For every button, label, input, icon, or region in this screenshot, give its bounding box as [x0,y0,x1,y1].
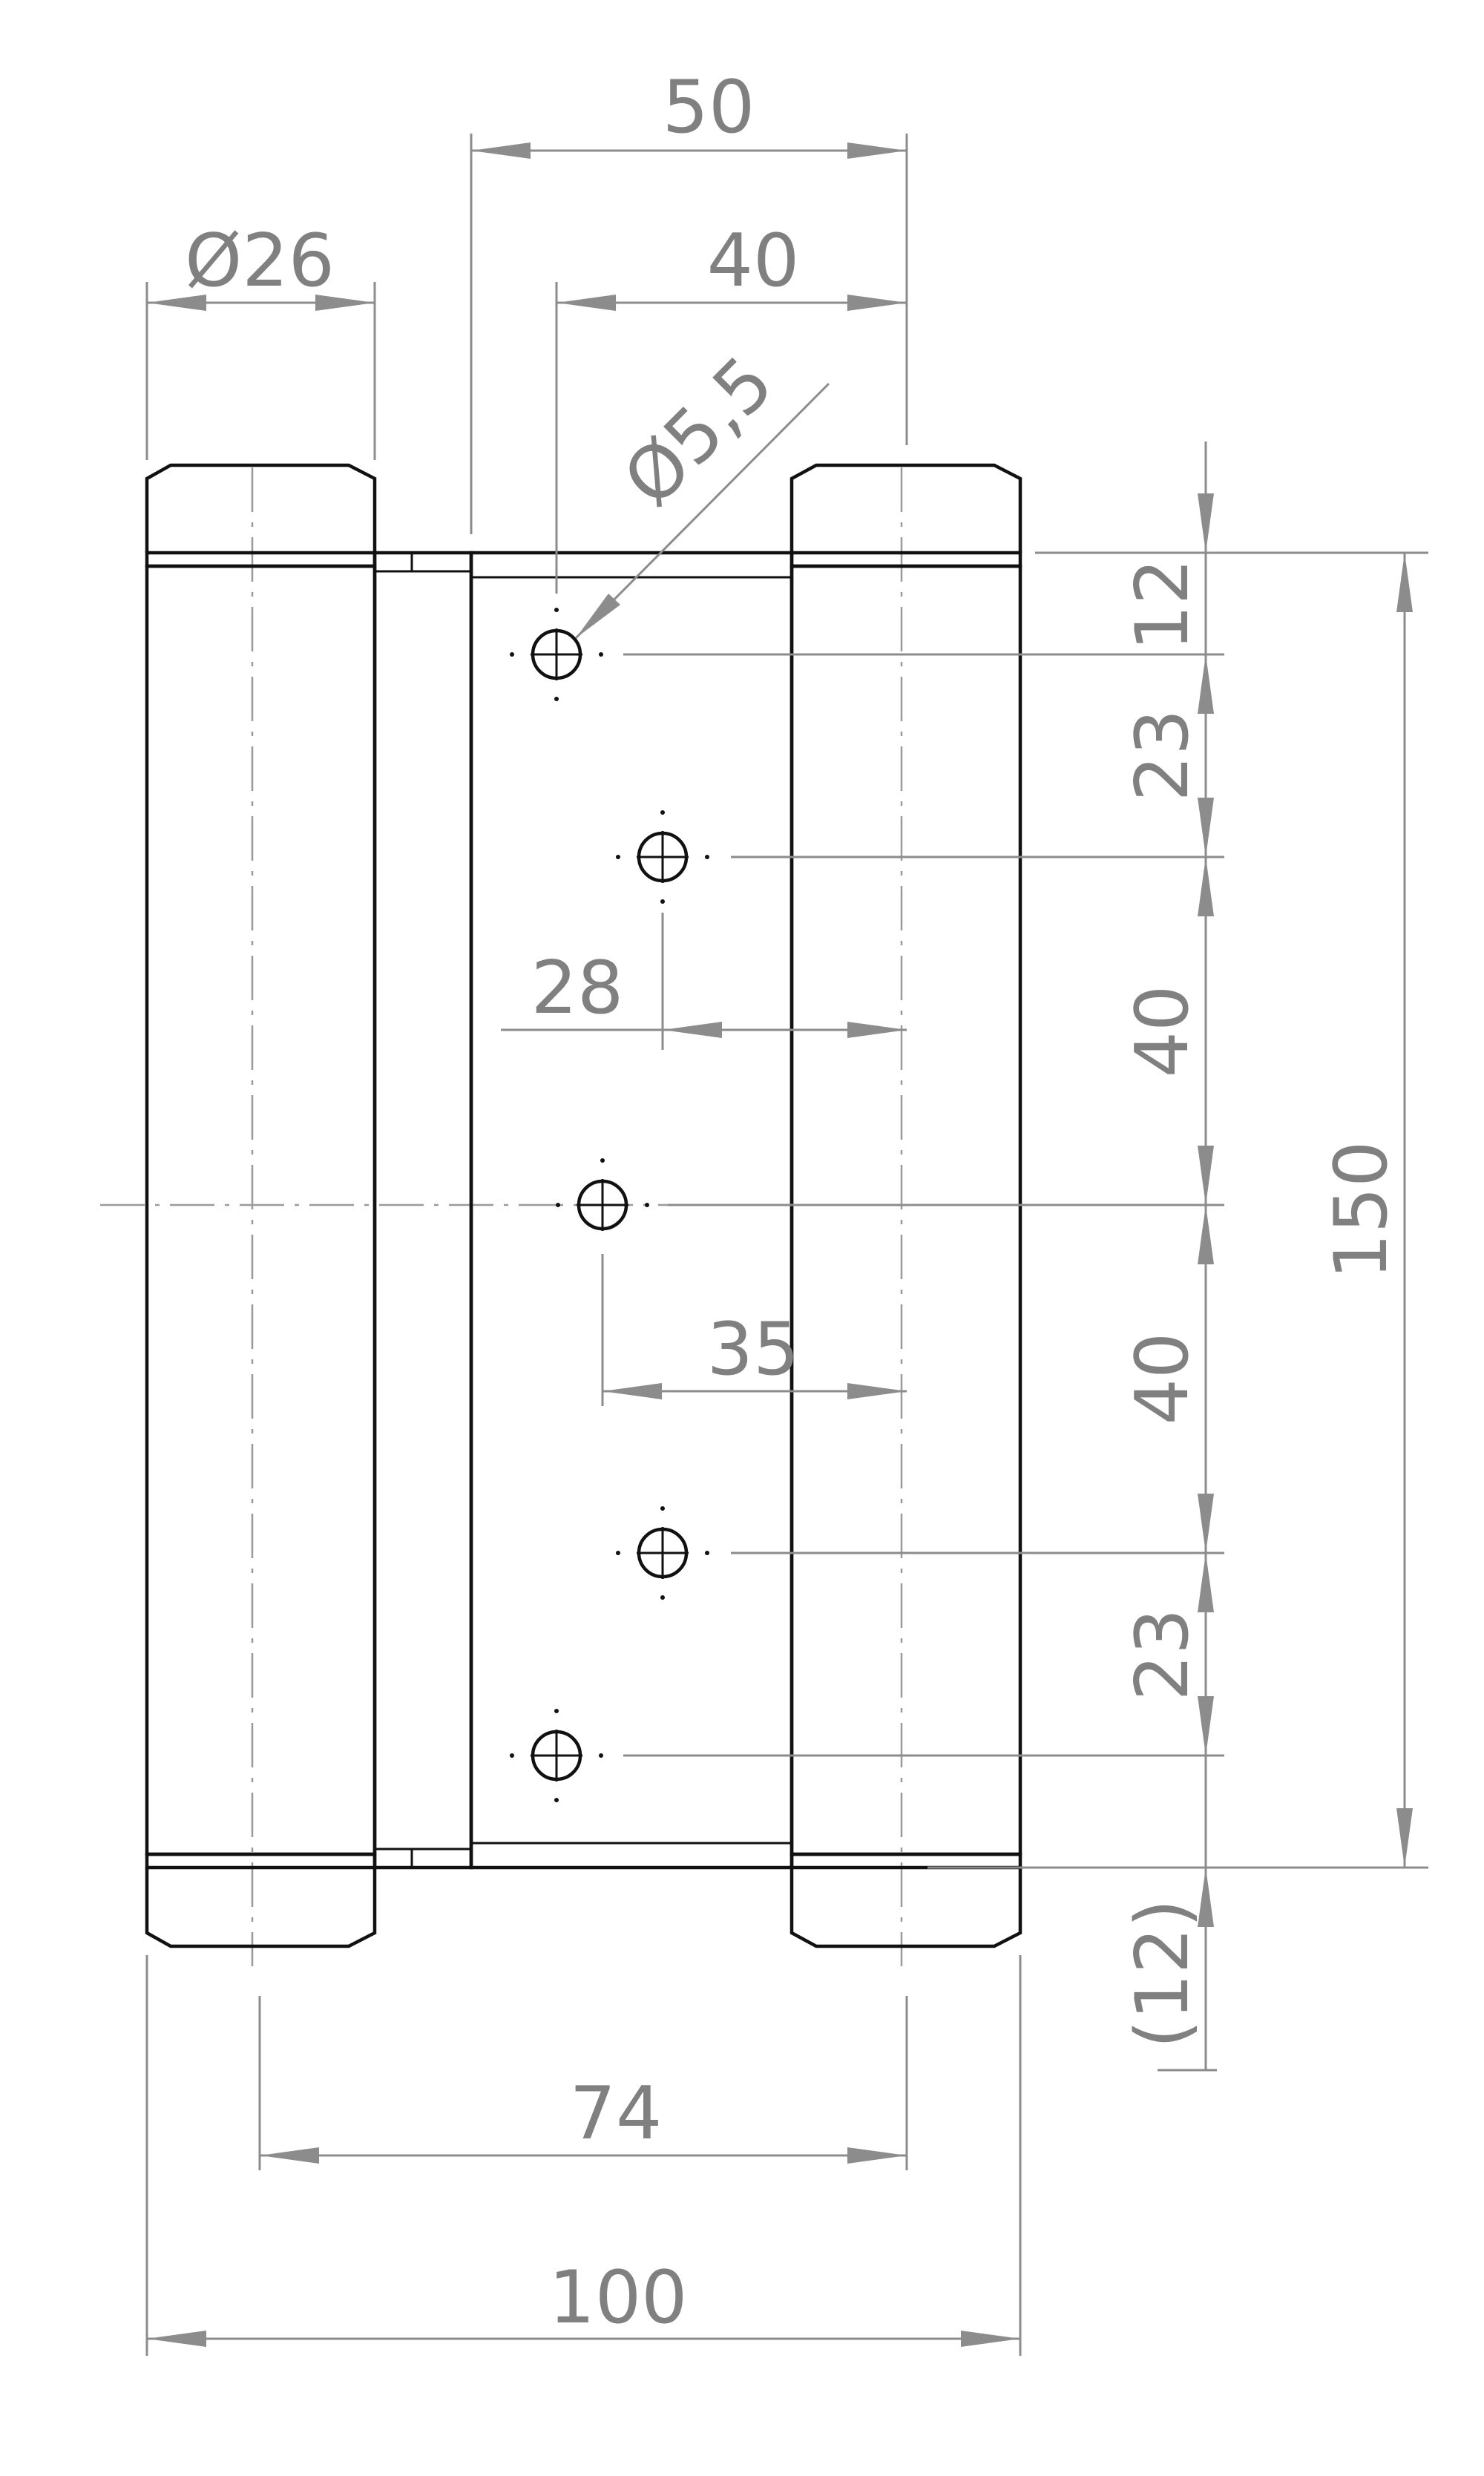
hinge-body [145,463,1022,1948]
hinge-leaf [372,551,794,1870]
dim-pin-diameter: Ø26 [185,219,335,303]
dim-leaf-height: 150 [1319,1140,1404,1279]
center-lines [100,467,928,1966]
dim-leaf-width: 50 [663,65,755,150]
dim-pin-spacing: 74 [570,2072,663,2156]
dim-hole-offset-outer: 40 [707,219,800,303]
dimension-labels: Ø26 50 40 Ø5,5 28 35 74 100 12 23 40 40 … [185,65,1404,2340]
dim-vertical-40-upper: 40 [1120,985,1205,1078]
screw-hole-1 [510,608,603,701]
screw-hole-2 [616,810,709,904]
dim-vertical-40-lower: 40 [1120,1333,1205,1425]
dim-vertical-23-top: 23 [1120,709,1205,802]
screw-hole-4 [616,1506,709,1600]
dim-vertical-12-top: 12 [1120,559,1205,651]
dim-overall-width: 100 [548,2256,687,2340]
dim-vertical-23-bottom: 23 [1120,1609,1205,1701]
dim-vertical-12-bottom: (12) [1120,1899,1205,2048]
screw-hole-5 [510,1709,603,1802]
arrowheads [147,142,1413,2347]
dim-hole-diameter: Ø5,5 [608,341,789,522]
screw-hole-3 [556,1158,649,1231]
dim-hole-offset-mid: 28 [531,946,624,1031]
screw-holes [510,608,709,1802]
dim-hole-offset-center: 35 [707,1307,800,1392]
